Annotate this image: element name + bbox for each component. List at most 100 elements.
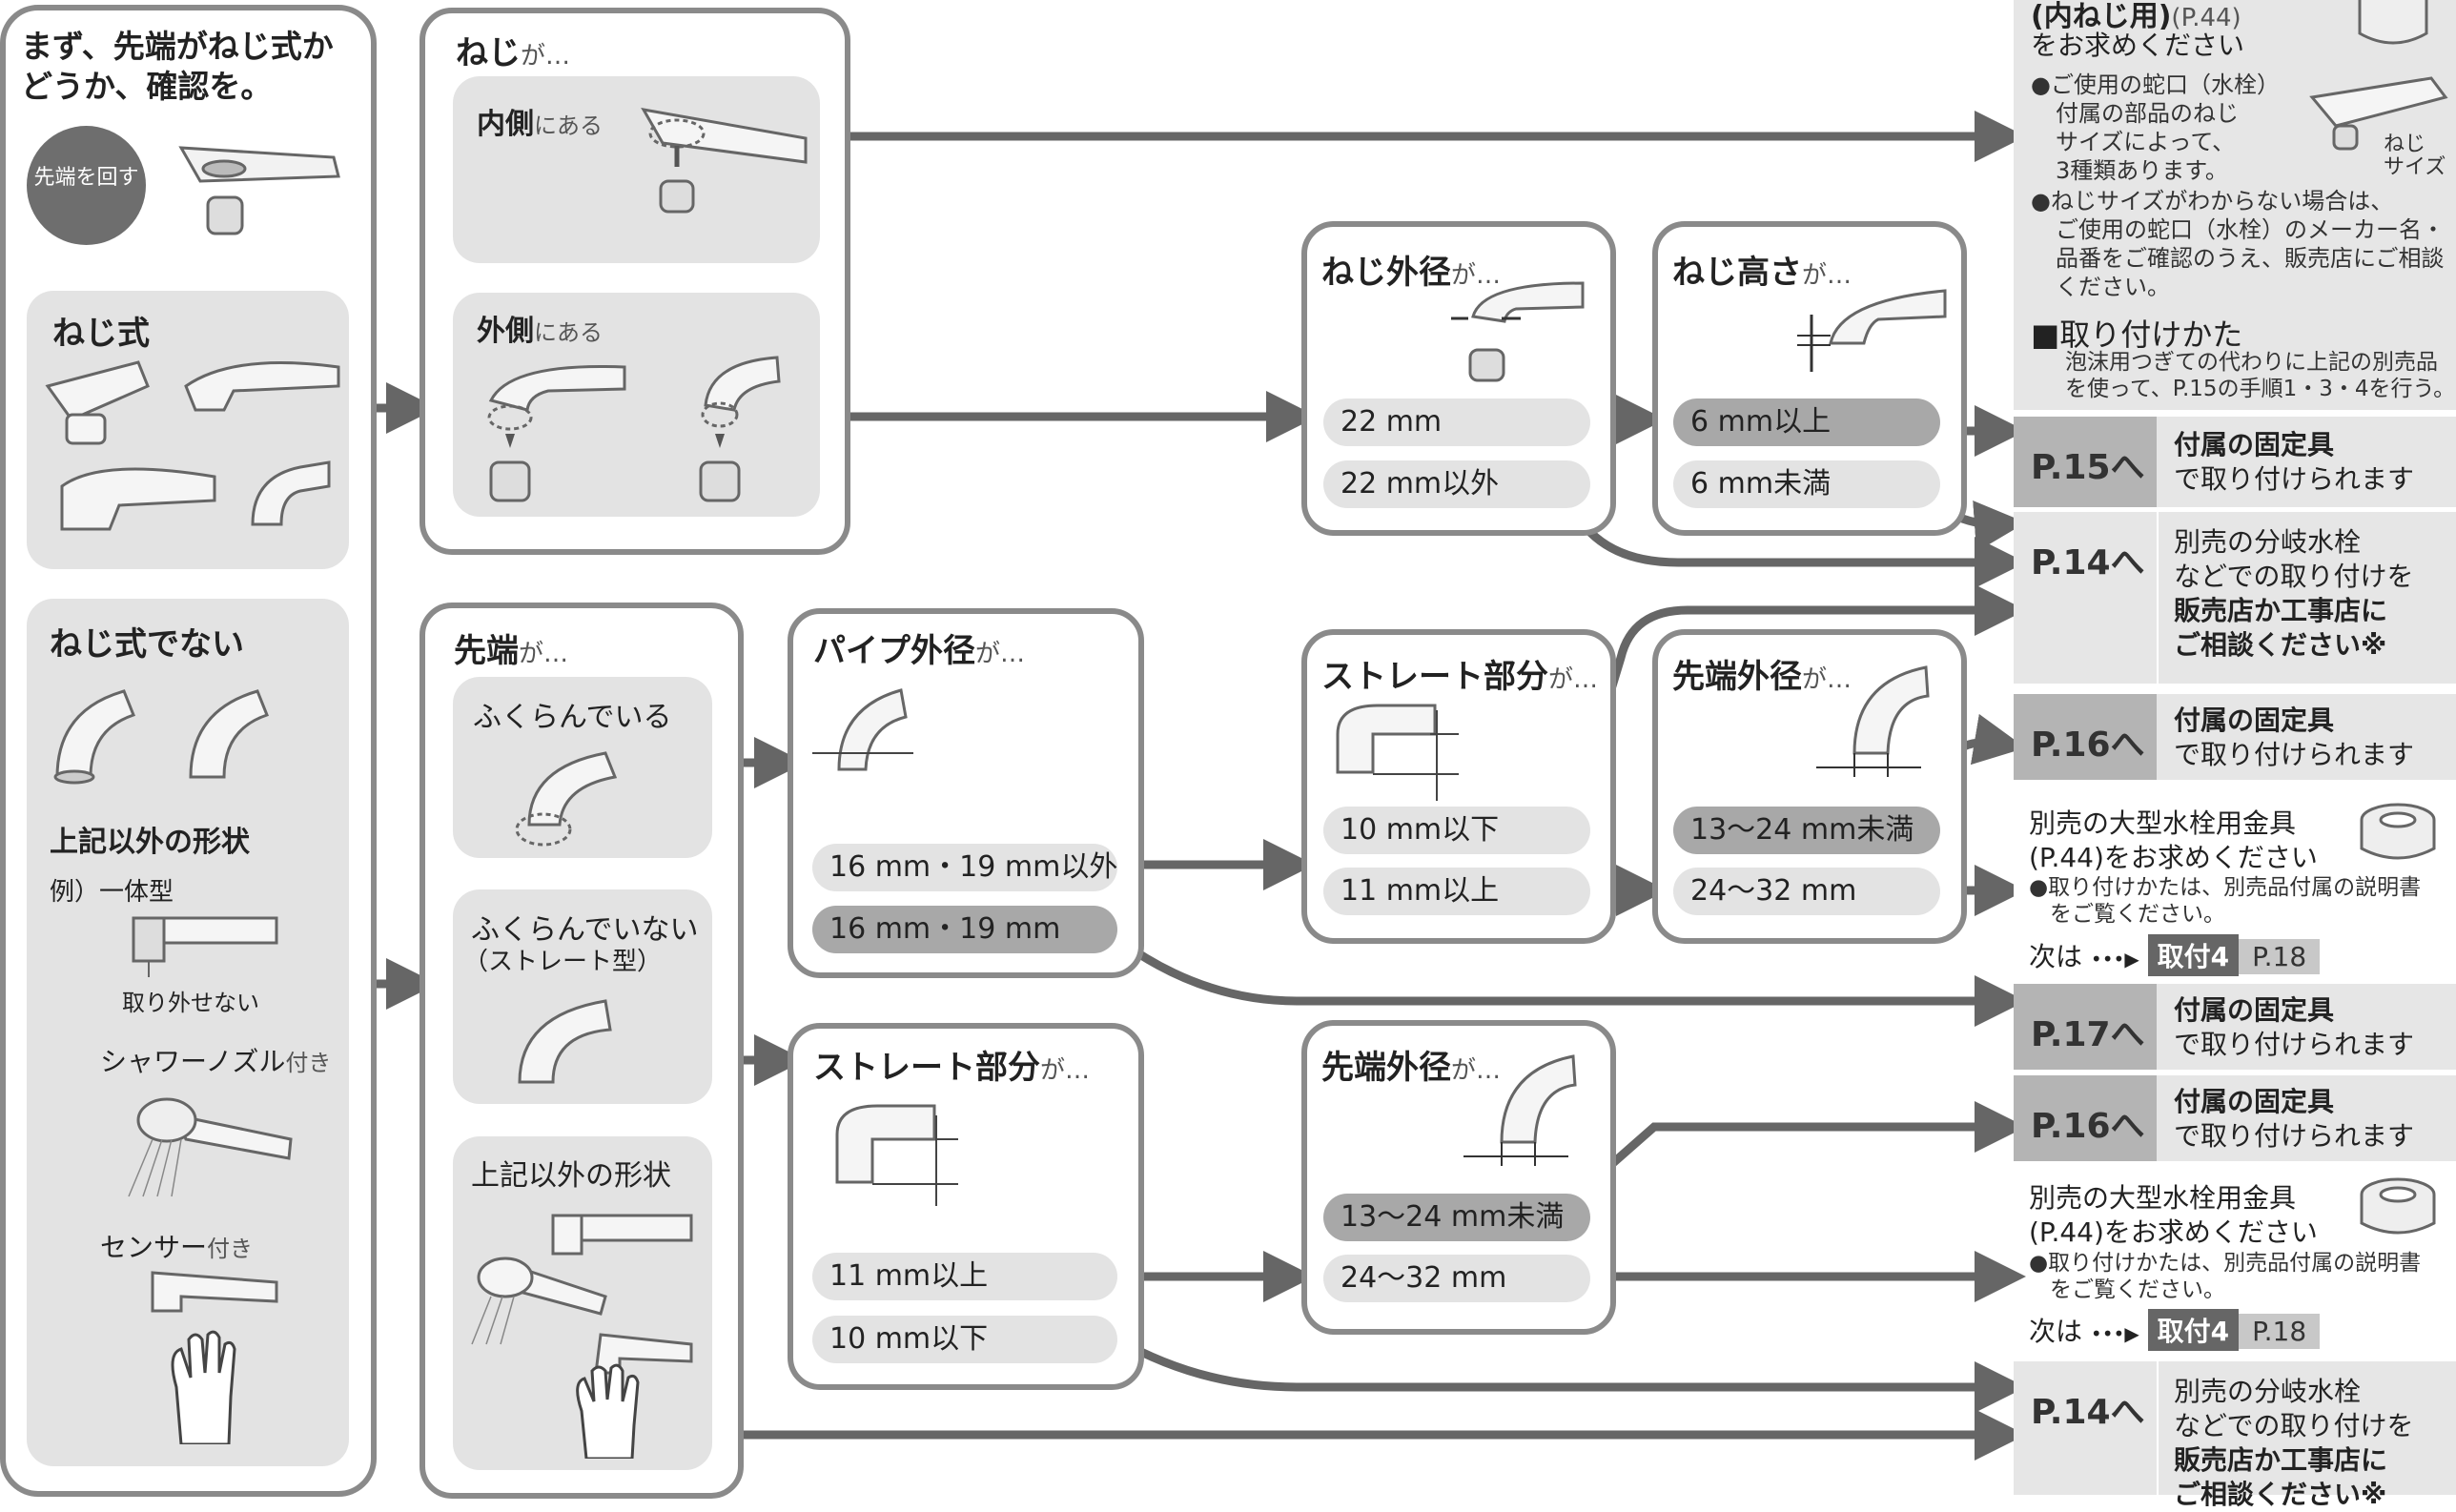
result-p14-lower[interactable]: P.14へ 別売の分岐水栓 などでの取り付けを 販売店か工事店に ご相談ください…: [2014, 1361, 2456, 1510]
outside-suffix: にある: [534, 319, 603, 346]
how-to-install-title: ■取り付けかた: [2031, 317, 2243, 353]
rotate-tip-label: 先端を回す: [33, 166, 139, 190]
thread-height-option-under-6[interactable]: 6 mm未満: [1673, 460, 1940, 508]
how-to-line1: 泡沫用つぎての代わりに上記の別売品: [2065, 350, 2438, 375]
unknown-note-line1: ●ねじサイズがわからない場合は、: [2031, 188, 2394, 215]
tip-od-lower-option-13-24[interactable]: 13～24 mm未満: [1323, 1194, 1590, 1241]
large-fitting-upper-icon: [2360, 803, 2436, 860]
next-lower-page: P.18: [2239, 1314, 2321, 1349]
next-lower-step: 取付4: [2147, 1309, 2240, 1351]
how-to-install-body: 泡沫用つぎての代わりに上記の別売品 を使って、P.15の手順1・3・4を行う。: [2065, 349, 2455, 402]
straight-lower-option-11[interactable]: 11 mm以上: [812, 1253, 1117, 1300]
other-shapes-label: 上記以外の形状: [50, 826, 250, 859]
sensor-suffix: 付き: [207, 1236, 254, 1262]
inner-thread-page: (P.44): [2171, 4, 2241, 32]
tip-shape-title: 先端が…: [454, 624, 568, 671]
large-fitting-upper-note1: ●取り付けかたは、別売品付属の説明書: [2029, 875, 2422, 900]
thread-od-option-other[interactable]: 22 mm以外: [1323, 460, 1590, 508]
tip-title-text: 先端: [454, 632, 519, 670]
screw-size-label: ねじ サイズ: [2384, 133, 2446, 179]
thread-od-title-text: ねじ外径: [1321, 254, 1451, 292]
pipe-od-icon: [812, 688, 913, 771]
thread-height-title-text: ねじ高さ: [1672, 254, 1802, 292]
thread-height-title: ねじ高さが…: [1672, 246, 1852, 293]
unknown-size-note: ●ねじサイズがわからない場合は、 ご使用の蛇口（水栓）のメーカー名・ 品番をご確…: [2031, 187, 2445, 301]
inside-thread-option[interactable]: [453, 76, 820, 263]
tip-od-upper-icon: [1816, 665, 1930, 777]
thread-height-option-6-plus[interactable]: 6 mm以上: [1673, 398, 1940, 446]
shower-nozzle-icon: [128, 1097, 293, 1197]
result-p14-upper[interactable]: P.14へ 別売の分岐水栓 などでの取り付けを 販売店か工事店に ご相談ください…: [2014, 512, 2456, 684]
result-p14-upper-text: 別売の分岐水栓 などでの取り付けを 販売店か工事店に ご相談ください※: [2174, 525, 2413, 663]
rotate-tip-badge: 先端を回す: [27, 126, 146, 245]
result-p14-upper-line2: などでの取り付けを: [2174, 561, 2414, 592]
result-p14-upper-line1: 別売の分岐水栓: [2174, 526, 2362, 558]
tip-od-upper-option-24-32[interactable]: 24～32 mm: [1673, 868, 1940, 915]
straight-upper-title-ga: が…: [1548, 665, 1599, 694]
tip-od-upper-title-text: 先端外径: [1672, 658, 1802, 696]
straight-tip-icon: [518, 999, 612, 1084]
tip-od-lower-title-ga: が…: [1451, 1056, 1502, 1085]
result-p16-upper[interactable]: P.16へ 付属の固定具で取り付けられます: [2014, 694, 2456, 780]
result-p17-line2: で取り付けられます: [2174, 1029, 2415, 1060]
pipe-od-title: パイプ外径が…: [813, 624, 1025, 671]
result-p14-lower-line1: 別売の分岐水栓: [2174, 1376, 2362, 1407]
straight-lower-option-10[interactable]: 10 mm以下: [812, 1316, 1117, 1363]
result-p17[interactable]: P.17へ 付属の固定具で取り付けられます: [2014, 984, 2456, 1070]
pipe-od-option-16-19[interactable]: 16 mm・19 mm: [812, 906, 1117, 953]
tip-od-lower-title: 先端外径が…: [1321, 1041, 1501, 1088]
result-p16-upper-page: P.16へ: [2014, 694, 2157, 780]
bulging-label: ふくらんでいる: [473, 701, 672, 734]
result-p16-lower[interactable]: P.16へ 付属の固定具で取り付けられます: [2014, 1075, 2456, 1161]
sizes-note-line1: ●ご使用の蛇口（水栓）: [2031, 72, 2280, 98]
result-p15-page: P.15へ: [2014, 417, 2157, 507]
pipe-od-option-other[interactable]: 16 mm・19 mm以外: [812, 844, 1117, 891]
pipe-title-ga: が…: [975, 640, 1026, 668]
inner-thread-label: (内ねじ用): [2031, 0, 2172, 33]
result-p14-lower-page: P.14へ: [2014, 1361, 2157, 1495]
integrated-faucet-icon: [132, 916, 278, 977]
inside-thread-label: 内側にある: [477, 100, 603, 142]
result-p15-line1: 付属の固定具: [2174, 429, 2335, 460]
inside-text: 内側: [477, 108, 534, 141]
result-p16-lower-page: P.16へ: [2014, 1075, 2157, 1161]
result-p15-text: 付属の固定具で取り付けられます: [2174, 428, 2414, 497]
sizes-note-line3: サイズによって、: [2056, 129, 2236, 155]
straight-upper-option-11[interactable]: 11 mm以上: [1323, 868, 1590, 915]
screw-title-ga: が…: [521, 42, 571, 71]
not-bulging-option[interactable]: [453, 889, 712, 1104]
result-p14-upper-line3: 販売店か工事店に: [2174, 595, 2388, 626]
straight-upper-title: ストレート部分が…: [1321, 650, 1598, 697]
other-shape-faucets-icon: [471, 1214, 693, 1459]
sizes-note-line4: 3種類あります。: [2056, 157, 2228, 184]
how-to-line2: を使って、P.15の手順1・3・4を行う。: [2065, 377, 2456, 401]
outside-text: 外側: [477, 315, 534, 348]
result-p17-text: 付属の固定具で取り付けられます: [2174, 993, 2414, 1062]
thread-height-title-ga: が…: [1802, 261, 1852, 290]
shower-nozzle-label: シャワーノズル付き: [100, 1041, 331, 1079]
result-p14-upper-divider: [2157, 512, 2159, 684]
straight-lower-icon: [835, 1104, 958, 1206]
result-p15[interactable]: P.15へ 付属の固定具で取り付けられます: [2014, 417, 2456, 507]
right-info-box: [2014, 0, 2456, 410]
result-p16-upper-line1: 付属の固定具: [2174, 705, 2335, 736]
unknown-note-line3: 品番をご確認のうえ、販売店にご相談: [2056, 245, 2445, 272]
screw-faucets-icon: [45, 360, 340, 531]
sizes-note: ●ご使用の蛇口（水栓） 付属の部品のねじ サイズによって、 3種類あります。: [2031, 71, 2280, 185]
unknown-note-line2: ご使用の蛇口（水栓）のメーカー名・: [2056, 216, 2445, 243]
result-p14-upper-line4: ご相談ください※: [2174, 629, 2387, 661]
next-upper-step: 取付4: [2147, 934, 2240, 976]
tip-od-upper-option-13-24[interactable]: 13～24 mm未満: [1673, 807, 1940, 854]
tip-od-lower-option-24-32[interactable]: 24～32 mm: [1323, 1255, 1590, 1302]
large-fitting-upper-line1: 別売の大型水栓用金具: [2029, 807, 2297, 839]
result-p16-lower-line1: 付属の固定具: [2174, 1086, 2335, 1117]
screw-title-text: ねじ: [456, 34, 521, 72]
screw-size-icon: [2309, 76, 2448, 151]
straight-lower-title-ga: が…: [1040, 1056, 1091, 1085]
thread-od-option-22[interactable]: 22 mm: [1323, 398, 1590, 446]
result-p17-line1: 付属の固定具: [2174, 994, 2335, 1026]
straight-upper-option-10[interactable]: 10 mm以下: [1323, 807, 1590, 854]
example-integrated-label: 例）一体型: [50, 878, 174, 907]
